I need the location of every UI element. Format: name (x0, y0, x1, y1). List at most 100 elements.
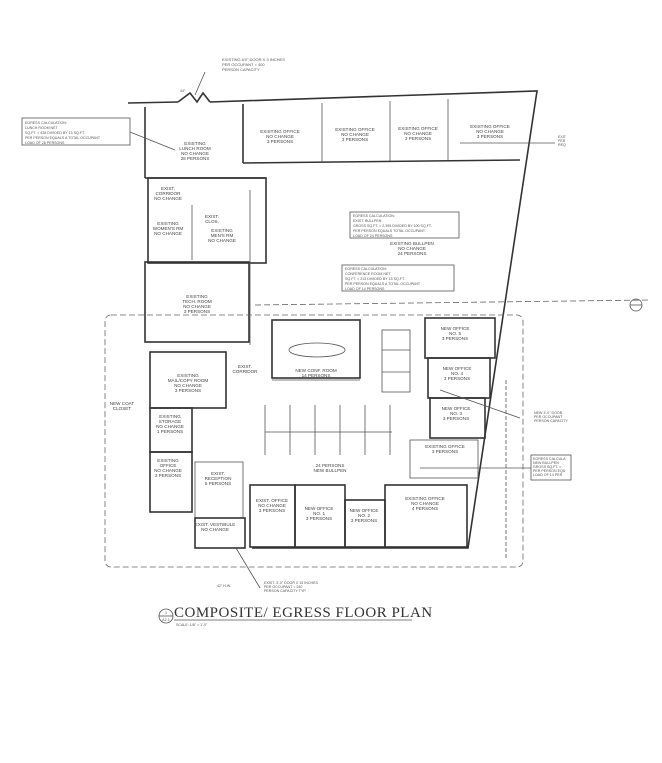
room-label-name: EXIST. (211, 471, 225, 476)
conf-calc-box (341, 264, 455, 292)
room-label-name: EXIST. (238, 364, 252, 369)
bottom-door-note: EXIST. 3'-0" DOOR X 15 INCHES PER OCCUPA… (180, 89, 318, 593)
room-label-occ: 3 PERSONS (351, 518, 377, 523)
new-bullpen-calc-note: EGRESS CALCULA NEW BULLPEN GROSS SQ.FT. … (420, 457, 566, 477)
room-label-occ: 3 PERSONS (259, 508, 285, 513)
note-line: 44" (180, 89, 186, 93)
room-label-name: EXIST. VESTIBULE (195, 522, 236, 527)
room-label-name: EXISTING OFFICE (260, 129, 300, 134)
room-label-change: NO CHANGE (208, 238, 236, 243)
room-label-sub: OFFICE (160, 463, 177, 468)
note-line: PERSON CAPACITY (534, 419, 568, 423)
note-line: PER PERSON EQUALS TOTAL OCCUPANT (353, 229, 426, 233)
room-label-change: NO CHANGE (404, 131, 432, 136)
note-line: PER PERSON EQUALS A TOTAL OCCUPANT (345, 282, 421, 286)
room-label-name: EXIST. (161, 186, 175, 191)
room-label-change: NO CHANGE (258, 503, 286, 508)
room-label-name: EXISTING (211, 228, 233, 233)
room-label-occ: 3 PERSONS (432, 449, 458, 454)
note-line: EXIST. 3'-0" DOOR X 15 INCHES (264, 581, 318, 585)
new-bullpen-calc-box (530, 454, 572, 481)
note-line: LOAD OF 14 PERSONS (345, 287, 385, 291)
room-label-occ: 3 PERSONS (443, 416, 469, 421)
building-walls (127, 90, 538, 549)
room-label-name: NEW OFFICE (305, 506, 334, 511)
note-line: PER PERSON EQUALS A TOTAL OCCUPANT (25, 136, 101, 140)
room-label-change: NO CHANGE (154, 196, 182, 201)
room-label-sub: NO. 2 (358, 513, 370, 518)
room-label-occ: 28 PERSONS (181, 156, 210, 161)
room-label-occ: 3 PERSONS (155, 473, 181, 478)
room-label-occ: 1 PERSONS (157, 429, 183, 434)
note-line: LUNCH ROOM NET (25, 126, 59, 130)
drawing-title: COMPOSITE/ EGRESS FLOOR PLAN (174, 605, 433, 621)
room-label-change: NO CHANGE (154, 468, 182, 473)
note-line: CONFERENCE ROOM NET (345, 272, 391, 276)
top-door-note: EXISTING 6'0" DOOR X 3 INCHES PER OCCUPA… (222, 57, 285, 72)
note-line: EXIT (558, 135, 567, 139)
room-label-name: EXISTING OFFICE (335, 127, 375, 132)
room-label-sub: NO. 3 (450, 411, 462, 416)
note-line: EGRESS CALCULATION: (25, 121, 67, 125)
note-line: PER OCCUPANT = 400 (222, 62, 265, 67)
room-label-sub: CLOSET (113, 406, 132, 411)
room-label-occ: 3 PERSONS (444, 376, 470, 381)
room-label-sub: CORRIDOR (155, 191, 181, 196)
note-line: LOAD OF 28 PERSONS (25, 141, 65, 145)
room-label-name: EXISTING (157, 458, 179, 463)
room-label-occ: 3 PERSONS (342, 137, 368, 142)
room-label-sub: NO. 5 (449, 331, 461, 336)
note-line: SQ.FT. = 213 DIVIDED BY 15 SQ.FT. (345, 277, 405, 281)
note-line: EGRESS CALCULATION: (345, 267, 387, 271)
room-label-change: NO CHANGE (201, 527, 229, 532)
room-label-change: NO CHANGE (398, 246, 426, 251)
bullpen-calc-box (349, 211, 460, 239)
lunch-calc-note: EGRESS CALCULATION: LUNCH ROOM NET SQ.FT… (25, 121, 101, 145)
room-label-name: EXISTING (159, 414, 181, 419)
room-label-occ: 14 PERSONS (302, 373, 331, 378)
note-line: PER PERSON EQU (533, 469, 566, 473)
room-label-occ: 3 PERSONS (442, 336, 468, 341)
room-label-change: NO CHANGE (266, 134, 294, 139)
room-label-name: 24 PERSONS (316, 463, 345, 468)
room-label-change: NO CHANGE (411, 501, 439, 506)
room-label-sub: CORRIDOR (232, 369, 258, 374)
room-label-name: NEW COAT (110, 401, 135, 406)
room-label-occ: 5 PERSONS (205, 481, 231, 486)
room-label-name: EXISTING (186, 294, 208, 299)
note-line: GROSS SQ.FT. = 2,395 DIVIDED BY 100 SQ.F… (353, 224, 432, 228)
scope-outline (104, 314, 524, 568)
note-line: EGRESS CALCULA (533, 457, 566, 461)
room-label-name: EXIST. (205, 214, 219, 219)
title-block: 1 A2.1 COMPOSITE/ EGRESS FLOOR PLAN SCAL… (158, 605, 433, 627)
room-label-name: EXISTING OFFICE (425, 444, 465, 449)
note-line: PER OCCUPANT = 240 (264, 585, 302, 589)
note-line: REQ (558, 143, 566, 147)
room-label-change: NO CHANGE (476, 129, 504, 134)
note-line: NEW 3'-0" DOOR (534, 411, 563, 415)
room-label-change: NO CHANGE (341, 132, 369, 137)
room-label-name: NEW OFFICE (350, 508, 379, 513)
scale-note: SCALE: 1/8" = 1'-0" (176, 623, 208, 627)
room-label-sub: NO. 4 (451, 371, 463, 376)
room-label-name: EXISTING OFFICE (470, 124, 510, 129)
lunch-calc-box (21, 117, 131, 146)
note-line: EXISTING 6'0" DOOR X 3 INCHES (222, 57, 285, 62)
room-label-sub: RECEPTION (205, 476, 232, 481)
note-line: NEW BULLPEN (533, 461, 559, 465)
room-label-name: EXIST. OFFICE (256, 498, 288, 503)
conference-table (288, 342, 346, 358)
room-label-name: EXISTING (177, 373, 199, 378)
room-label-sub: STORAGE (159, 419, 181, 424)
bullpen-calc-note: EGRESS CALCULATION: EXIST. BULLPEN GROSS… (353, 214, 432, 238)
note-line: PER (558, 139, 566, 143)
note-line: EGRESS CALCULATION: (353, 214, 395, 218)
room-label-occ: 24 PERSONS (398, 251, 427, 256)
room-label-occ: 3 PERSONS (267, 139, 293, 144)
room-label-occ: 3 PERSONS (306, 516, 332, 521)
room-label-name: EXISTING (157, 221, 179, 226)
room-label-sub: NEW BULLPEN (314, 468, 347, 473)
note-line: LOAD OF 24 PERSONS (353, 234, 393, 238)
workstations (264, 329, 411, 455)
